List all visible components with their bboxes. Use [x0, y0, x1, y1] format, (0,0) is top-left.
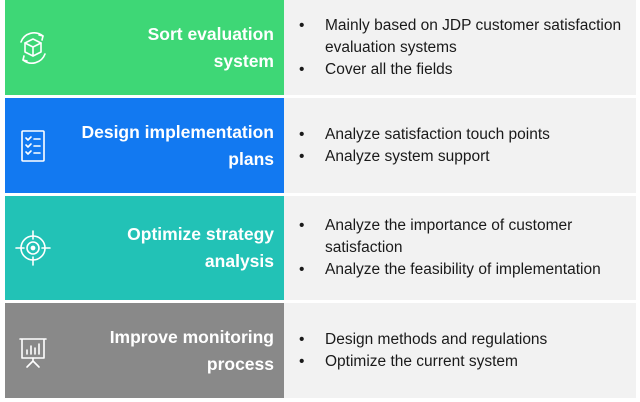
- title-line-2: analysis: [204, 251, 274, 271]
- title-line-2: process: [206, 353, 274, 374]
- title-line-1: Optimize strategy: [127, 224, 274, 244]
- bullet-panel: Analyze satisfaction touch points Analyz…: [284, 98, 636, 193]
- title-line-1: Sort evaluation: [147, 23, 274, 44]
- row-header: Improve monitoring process: [5, 303, 284, 398]
- bullet-panel: Mainly based on JDP customer satisfactio…: [284, 0, 636, 95]
- bullet-item: Analyze system support: [298, 146, 626, 168]
- bullet-item: Analyze the feasibility of implementatio…: [298, 259, 626, 281]
- row-header: Design implementation plans: [5, 98, 284, 193]
- target-icon: [13, 228, 53, 268]
- row-title: Sort evaluation system: [53, 21, 274, 75]
- presentation-chart-icon: [13, 331, 53, 371]
- row-header: Optimize strategy analysis: [5, 196, 284, 300]
- bullet-item: Cover all the fields: [298, 59, 626, 81]
- checklist-icon: [13, 126, 53, 166]
- row-optimize-strategy: Optimize strategy analysis Analyze the i…: [5, 196, 636, 300]
- box-cycle-icon: [13, 28, 53, 68]
- row-title: Improve monitoring process: [53, 324, 274, 378]
- bullet-item: Analyze satisfaction touch points: [298, 124, 626, 146]
- title-line-2: system: [213, 50, 274, 71]
- row-improve-monitoring: Improve monitoring process Design method…: [5, 303, 636, 398]
- row-title: Optimize strategy analysis: [53, 221, 274, 275]
- title-line-2: plans: [228, 148, 274, 169]
- title-line-1: Improve monitoring: [109, 326, 274, 347]
- title-line-1: Design implementation: [81, 121, 274, 142]
- bullet-panel: Analyze the importance of customer satis…: [284, 196, 636, 300]
- bullet-item: Optimize the current system: [298, 351, 626, 373]
- row-design-implementation: Design implementation plans Analyze sati…: [5, 98, 636, 193]
- bullet-item: Design methods and regulations: [298, 329, 626, 351]
- bullet-item: Analyze the importance of customer satis…: [298, 215, 626, 259]
- row-header: Sort evaluation system: [5, 0, 284, 95]
- row-sort-evaluation: Sort evaluation system Mainly based on J…: [5, 0, 636, 95]
- bullet-item: Mainly based on JDP customer satisfactio…: [298, 15, 626, 59]
- bullet-panel: Design methods and regulations Optimize …: [284, 303, 636, 398]
- row-title: Design implementation plans: [53, 119, 274, 173]
